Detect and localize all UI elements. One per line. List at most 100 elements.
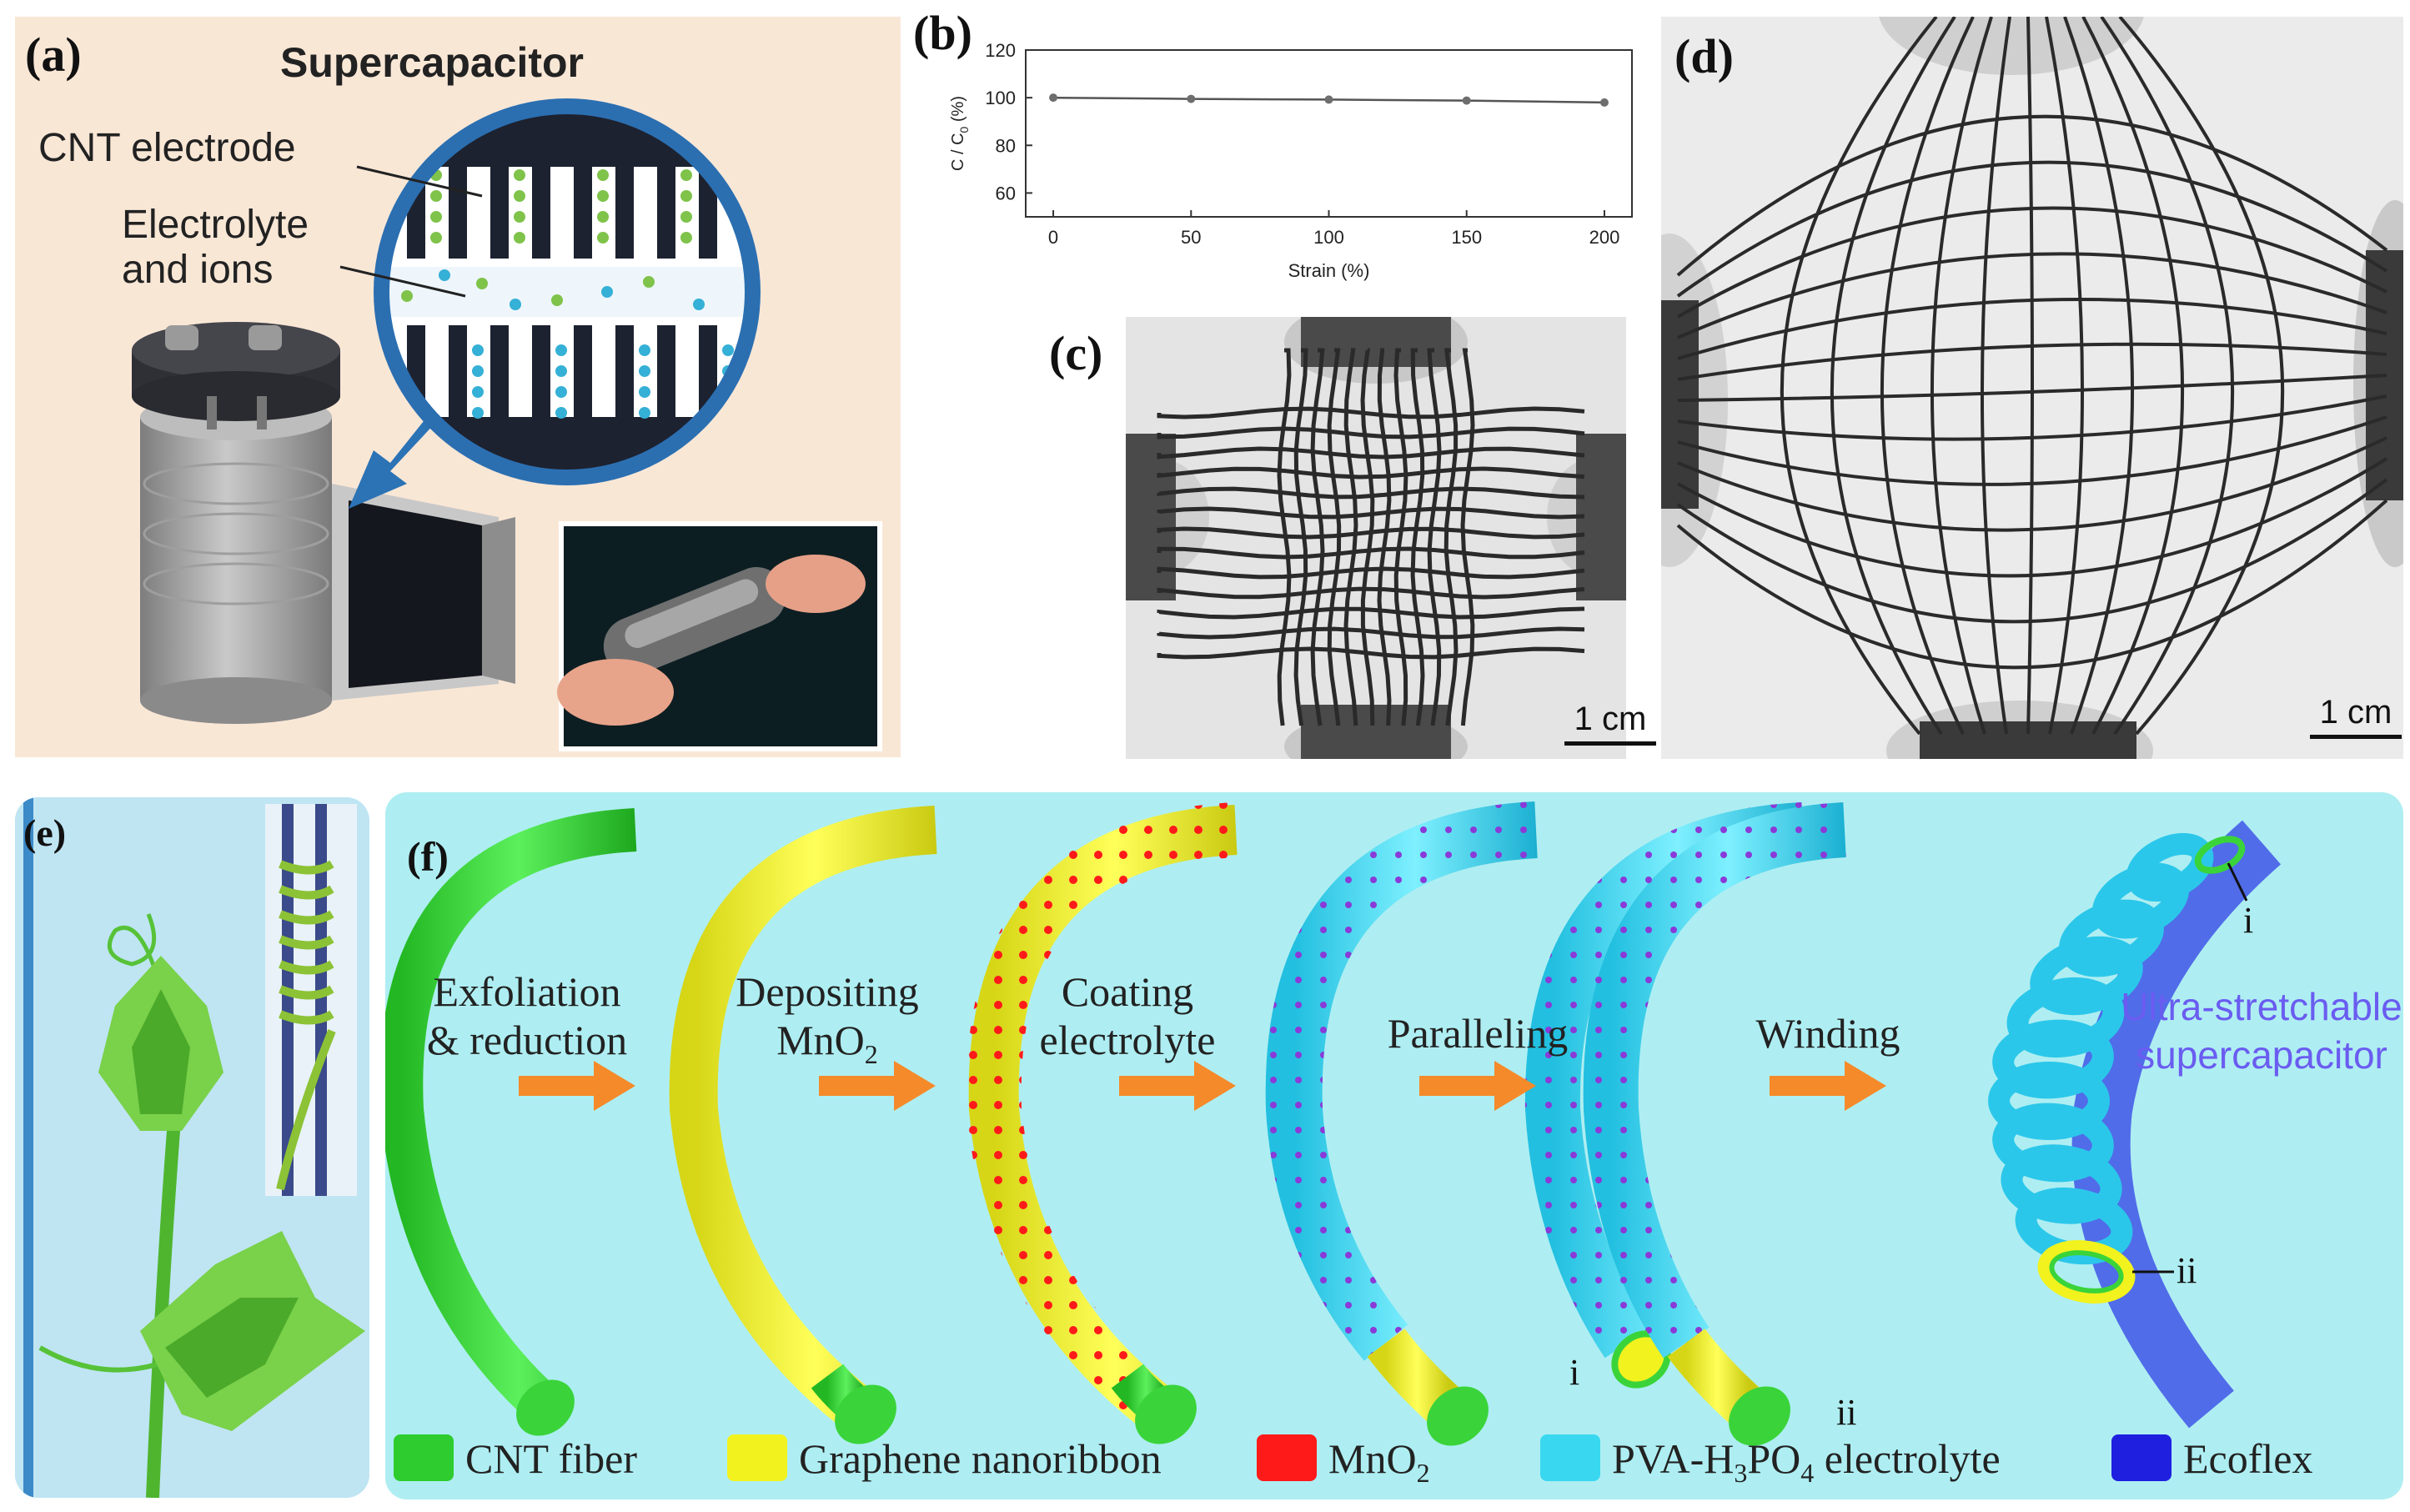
mesh-fiber-vertical <box>2063 17 2134 735</box>
panel-a-title: Supercapacitor <box>280 39 585 86</box>
mesh-fiber-horizontal <box>1157 466 1585 480</box>
legend-label-ecoflex: Ecoflex <box>2183 1435 2313 1482</box>
mesh-fiber-horizontal <box>1677 374 2387 402</box>
mesh-fiber-vertical <box>2100 17 2234 736</box>
legend-swatch-electrolyte <box>1540 1434 1600 1481</box>
marker-i-fiber: i <box>1569 1352 1580 1393</box>
wound-coil <box>1988 832 2214 1265</box>
mesh-fiber-horizontal <box>1677 457 2388 578</box>
y-tick-label: 120 <box>985 40 1016 61</box>
mesh-fiber-vertical <box>1880 17 1975 735</box>
legend-label-mno2: MnO2 <box>1328 1435 1430 1488</box>
mesh-fiber-horizontal <box>1157 446 1585 460</box>
mesh-fiber-horizontal <box>1157 606 1585 620</box>
panel-b-letter: (b) <box>913 6 972 60</box>
x-tick-label: 0 <box>1048 227 1058 248</box>
legend-label-graphene: Graphene nanoribbon <box>799 1435 1162 1482</box>
y-tick-label: 80 <box>996 135 1016 156</box>
panel-a: (a) Supercapacitor CNT electrode Electro… <box>15 17 901 757</box>
mesh-fiber-horizontal <box>1677 252 2387 339</box>
arrow-4 <box>1419 1061 1536 1111</box>
arrow-1 <box>519 1061 635 1111</box>
mesh-photo-stretched <box>1661 17 2403 759</box>
x-tick-label: 200 <box>1589 227 1620 248</box>
x-axis-label: Strain (%) <box>1288 260 1370 281</box>
plant-tendril-photo <box>15 797 369 1498</box>
mesh-fiber-horizontal <box>1677 394 2387 441</box>
cnt-fiber-1 <box>385 808 637 1422</box>
data-point <box>1049 93 1058 103</box>
legend-swatch-graphene <box>727 1434 787 1481</box>
graphene-fiber-2 <box>669 806 937 1424</box>
x-tick-label: 150 <box>1451 227 1482 248</box>
panel-c: (c) 1 cm <box>1042 317 1659 759</box>
panel-f-letter: (f) <box>407 833 449 880</box>
y-axis-label: C / C0 (%) <box>949 96 971 171</box>
mesh-fiber-vertical <box>1981 17 2011 735</box>
y-tick-label: 60 <box>996 183 1016 203</box>
mesh-fiber-horizontal <box>1157 426 1585 440</box>
arrow-3 <box>1119 1061 1236 1111</box>
scale-bar-c: 1 cm <box>1564 701 1656 746</box>
mesh-fiber-horizontal <box>1676 114 2388 277</box>
legend-swatch-cnt <box>394 1434 454 1481</box>
arrow-5 <box>1770 1061 1886 1111</box>
mesh-fiber-vertical <box>2045 17 2084 735</box>
zoom-arrow <box>349 400 449 509</box>
scale-bar-d-label: 1 cm <box>2319 694 2392 731</box>
data-point <box>1462 96 1471 105</box>
y-tick-label: 100 <box>985 88 1016 108</box>
mesh-fiber-horizontal <box>1676 206 2387 319</box>
step-label-5: Winding <box>1755 1010 1900 1057</box>
legend-swatch-ecoflex <box>2111 1434 2172 1481</box>
mesh-fiber-horizontal <box>1157 566 1585 580</box>
data-point <box>1599 98 1609 107</box>
mesh-fiber-horizontal <box>1676 160 2388 298</box>
mesh-fiber-vertical <box>1327 348 1342 726</box>
mesh-fiber-vertical <box>1443 348 1459 726</box>
arrow-2 <box>819 1061 936 1111</box>
mesh-fiber-vertical <box>1343 348 1358 726</box>
legend-swatches <box>394 1434 2172 1481</box>
panel-d: (d) 1 cm <box>1661 17 2403 759</box>
legend-label-cnt: CNT fiber <box>465 1435 637 1482</box>
scale-bar-c-label: 1 cm <box>1574 701 1647 737</box>
legend-swatch-mno2 <box>1257 1434 1317 1481</box>
panel-c-letter: (c) <box>1049 326 1103 380</box>
mesh-fiber-vertical <box>1460 348 1475 726</box>
mesh-fiber-horizontal <box>1677 342 2387 381</box>
electrolyte-label-line1: Electrolyte <box>122 203 309 247</box>
mesh-fiber-horizontal <box>1157 506 1585 520</box>
capacitor-can <box>140 417 332 701</box>
mesh-fiber-vertical <box>1277 348 1292 726</box>
marker-i-top: i <box>2243 900 2254 941</box>
mesh-fiber-horizontal <box>1157 406 1585 419</box>
mesh-fiber-vertical <box>1377 348 1392 726</box>
supercapacitor-illustration <box>132 98 882 751</box>
panel-e: (e) <box>15 797 369 1498</box>
result-label: Ultra-stretchable supercapacitor <box>2121 985 2402 1077</box>
mesh-fiber-horizontal <box>1157 626 1585 640</box>
mesh-fiber-vertical <box>1360 348 1375 726</box>
mesh-fiber-vertical <box>1393 348 1408 726</box>
cnt-electrode-label: CNT electrode <box>38 126 296 170</box>
mesh-fiber-horizontal <box>1157 546 1585 560</box>
mesh-fiber-vertical <box>1830 17 1956 736</box>
x-tick-label: 50 <box>1181 227 1201 248</box>
panel-d-letter: (d) <box>1674 29 1734 83</box>
mesh-fiber-horizontal <box>1676 499 2388 670</box>
mesh-fiber-horizontal <box>1157 646 1585 660</box>
panel-a-letter: (a) <box>25 28 82 82</box>
electrolyte-label-line2: and ions <box>122 248 274 292</box>
plot-frame <box>1025 49 1633 218</box>
mesh-fiber-horizontal <box>1157 486 1585 500</box>
step-label-1: Exfoliation& reduction <box>426 968 628 1063</box>
mesh-fiber-horizontal <box>1676 478 2388 624</box>
data-point <box>1187 94 1196 103</box>
panel-e-letter: (e) <box>23 811 67 854</box>
